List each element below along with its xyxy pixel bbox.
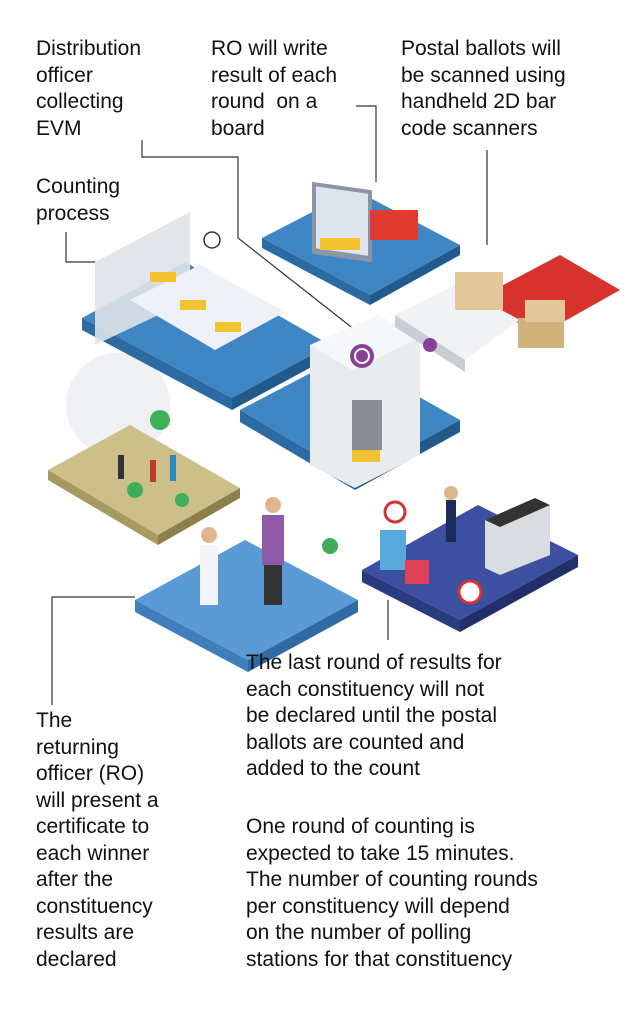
returning-officer-label: The returning officer (RO) will present … xyxy=(36,709,159,971)
leader-line-counting xyxy=(65,232,95,263)
backdrop-circle xyxy=(66,353,170,457)
postal-ballot-area xyxy=(395,255,620,372)
counting-process-label: Counting process xyxy=(36,175,121,225)
leader-line-distribution xyxy=(141,140,356,331)
leader-line-returning xyxy=(51,596,135,705)
certificate-floor xyxy=(135,497,358,672)
distribution-officer-label: Distribution officer collecting EVM xyxy=(36,37,142,140)
postal-ballots-label: Postal ballots will be scanned using han… xyxy=(401,37,566,140)
campaign-floor xyxy=(362,486,578,632)
last-round-label: The last round of results for each const… xyxy=(246,651,502,780)
celebration-floor xyxy=(48,410,240,545)
leader-lines xyxy=(51,105,488,705)
one-round-label: One round of counting is expected to tak… xyxy=(246,815,538,971)
ro-board-floor xyxy=(262,181,460,305)
leader-line-ro-board xyxy=(356,105,377,182)
strongroom-floor xyxy=(240,315,460,490)
counting-hall-floor xyxy=(82,212,330,410)
ro-board-label: RO will write result of each round on a … xyxy=(211,37,338,140)
